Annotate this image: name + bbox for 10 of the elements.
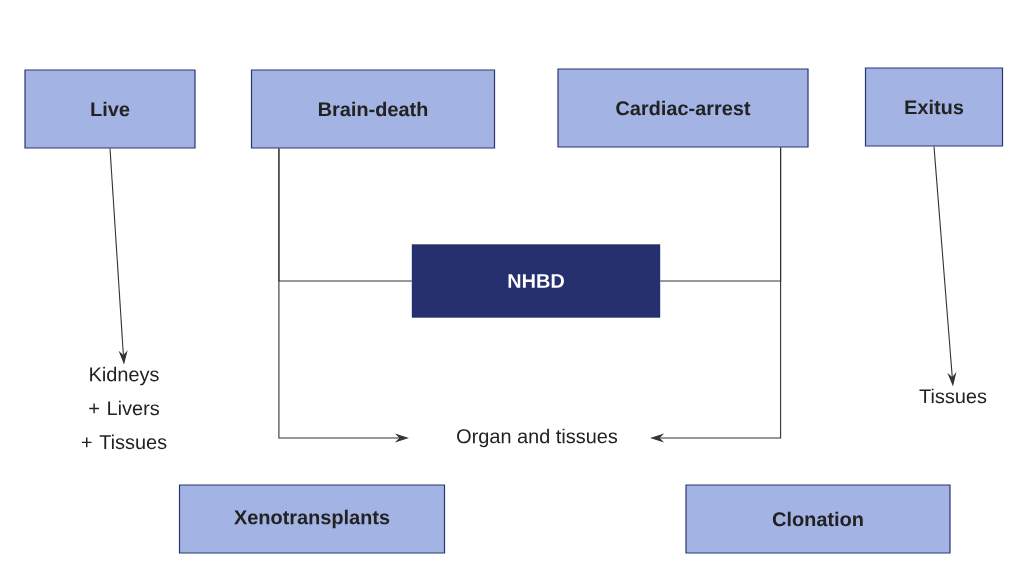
highlight-box: NHBD: [411, 244, 661, 318]
process-box: Exitus: [864, 67, 1004, 147]
text-label: Kidneys + Livers + Tissues: [81, 366, 167, 450]
process-box: Brain-death: [250, 69, 496, 149]
process-box: Clonation: [685, 484, 951, 554]
process-box: Live: [24, 69, 196, 149]
process-box: Cardiac-arrest: [557, 68, 809, 148]
process-box: Xenotransplants: [178, 484, 446, 554]
text-label: Tissues: [919, 388, 987, 404]
text-label: Organ and tissues: [457, 428, 618, 448]
